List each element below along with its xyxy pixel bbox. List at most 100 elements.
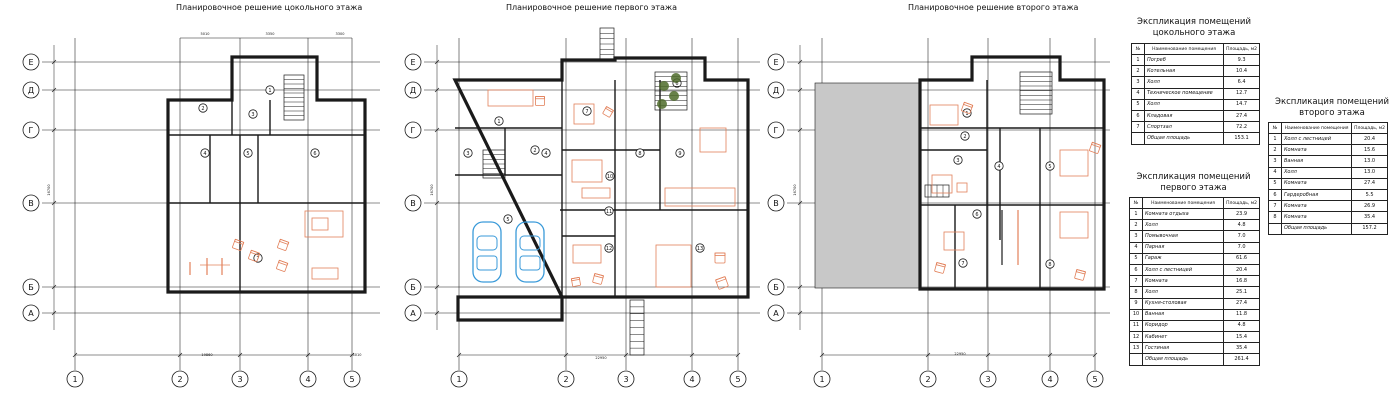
axis-letter: В xyxy=(773,199,779,208)
armchair-seat xyxy=(232,239,244,251)
first-table-title-line2: первого этажа xyxy=(1160,183,1227,193)
plant-icon xyxy=(657,99,667,109)
kitchen-table xyxy=(699,127,727,153)
table-cell-room-name: Гараж xyxy=(1141,252,1225,265)
axis-number: 1 xyxy=(456,375,461,384)
bed xyxy=(1059,149,1089,177)
table-cell-number: 6 xyxy=(1131,109,1145,123)
room-number: 6 xyxy=(675,81,678,87)
desk xyxy=(572,244,602,264)
room-number: 9 xyxy=(678,151,681,157)
table-cell-number: 2 xyxy=(1129,219,1143,232)
title-first-floor-plan: Планировочное решение первого этажа xyxy=(506,3,678,12)
room-number-marker xyxy=(200,148,210,158)
table-cell-area: 27.4 xyxy=(1351,177,1388,190)
car-windshield xyxy=(519,235,541,251)
dim-text-top: 5010 xyxy=(201,32,210,36)
room-number-marker xyxy=(494,116,504,126)
title-basement-plan: Планировочное решение цокольного этажа xyxy=(176,3,363,12)
armchair xyxy=(1074,268,1087,281)
room-number-marker xyxy=(958,258,968,268)
table-cell-room-name: Холл с лестницей xyxy=(1141,263,1225,277)
table-cell-area: 35.4 xyxy=(1223,342,1260,355)
table-cell-room-name: Кабинет xyxy=(1141,331,1225,344)
exterior-wall xyxy=(918,55,1106,291)
table-cell-area: 4.8 xyxy=(1223,319,1260,333)
table-cell-area: 6.4 xyxy=(1223,76,1260,89)
dim-tick xyxy=(735,352,741,358)
room-number-marker xyxy=(503,214,513,224)
axis-bubble-В xyxy=(22,194,40,212)
axis-bubble-5 xyxy=(343,370,361,388)
first-table-title: Экспликация помещений первого этажа xyxy=(1126,172,1261,194)
table-cell-number: 5 xyxy=(1268,177,1282,190)
room-number-marker xyxy=(635,148,645,158)
room-number: 8 xyxy=(638,151,641,157)
table-cell-empty xyxy=(1129,353,1143,366)
dim-tick xyxy=(797,310,803,316)
axis-letter: В xyxy=(410,199,416,208)
axis-letter: В xyxy=(28,199,34,208)
room-number: 4 xyxy=(203,151,206,157)
table-cell-room-name: Кладовая xyxy=(1143,109,1225,123)
axis-letter: А xyxy=(773,309,779,318)
table-cell-area: 20.4 xyxy=(1223,263,1260,277)
armchair-seat xyxy=(535,96,545,106)
table-cell-number: 9 xyxy=(1129,297,1143,310)
table-cell-number: 3 xyxy=(1268,155,1282,168)
room-number-marker xyxy=(310,148,320,158)
dim-tick xyxy=(1092,352,1098,358)
axis-number: 2 xyxy=(177,375,182,384)
table-cell-number: 10 xyxy=(1129,308,1143,321)
bed xyxy=(1059,211,1089,239)
dim-tick xyxy=(177,352,183,358)
axis-bubble-Б xyxy=(767,278,785,296)
room-number-marker xyxy=(243,148,253,158)
axis-bubble-4 xyxy=(1041,370,1059,388)
room-number: 6 xyxy=(313,151,316,157)
armchair-back xyxy=(715,276,727,283)
dim-tick xyxy=(1047,352,1053,358)
table-cell-room-name: Парная xyxy=(1141,241,1225,254)
dim-text-side: 16700 xyxy=(430,184,434,195)
table-cell-total-area: 153.1 xyxy=(1223,132,1260,145)
dim-text-total: 22950 xyxy=(954,352,965,356)
table-cell-room-name: Котельная xyxy=(1143,65,1225,78)
table-cell-total-label: Общая площадь xyxy=(1280,222,1353,235)
second-table-title-line2: второго этажа xyxy=(1299,108,1365,118)
room-number: 3 xyxy=(956,158,959,164)
table-cell-room-name: Ванная xyxy=(1280,155,1353,168)
table-cell-area: 35.4 xyxy=(1351,211,1388,224)
table-header-cell: Площадь, м2 xyxy=(1351,122,1388,134)
basement-table-title: Экспликация помещений цокольного этажа xyxy=(1128,17,1260,39)
room-number: 13 xyxy=(697,246,703,252)
dim-tick xyxy=(305,352,311,358)
table-header-cell: Наименование помещения xyxy=(1143,43,1225,55)
table-cell-area: 27.4 xyxy=(1223,109,1260,123)
axis-letter: А xyxy=(410,309,416,318)
car-right xyxy=(515,221,545,283)
room-number: 5 xyxy=(1048,164,1051,170)
gym-mat xyxy=(304,210,344,238)
first-table-title-line1: Экспликация помещений xyxy=(1136,172,1251,182)
axis-letter: Е xyxy=(773,58,778,67)
room-number-marker xyxy=(582,106,592,116)
axis-bubble-5 xyxy=(729,370,747,388)
table-cell-area: 26.9 xyxy=(1351,200,1388,213)
table-cell-area: 7.0 xyxy=(1223,230,1260,243)
dim-tick xyxy=(456,352,462,358)
